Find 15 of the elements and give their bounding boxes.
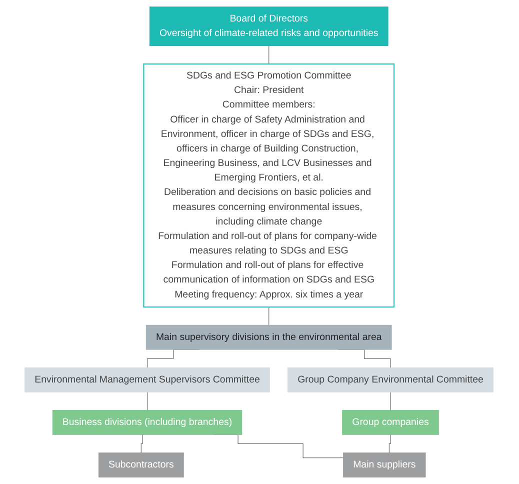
node-box: SDGs and ESG Promotion Committee Chair: President Committee members: Officer in charge of Safety Administration and Environment, officer in charge of SDGs and ESG, officers in charge of Building Construction, Engineering Business, and LCV Businesses and Emerging Frontiers, et al. Deliberation and decisions on basic policies and measures concerning environmental issues, including climate change Formulation and roll-out of plans for company-wide measures relating to SDGs and ESG Formulation and roll-out of plans for effective communication of information on SDGs and ESG Meeting frequency: Approx. six times a year bbox=[144, 63, 396, 308]
connector bbox=[269, 306, 270, 326]
node-box: Environmental Management Supervisors Committee bbox=[25, 367, 270, 392]
connector bbox=[388, 434, 392, 454]
node-box: Subcontractors bbox=[98, 452, 184, 478]
connector bbox=[141, 434, 145, 454]
node-box: Group companies bbox=[342, 410, 440, 435]
node-box: Group Company Environmental Committee bbox=[288, 367, 494, 392]
connector bbox=[390, 392, 392, 411]
node-box: Main suppliers bbox=[344, 452, 426, 478]
node-box: Business divisions (including branches) bbox=[52, 410, 243, 435]
connector bbox=[269, 45, 270, 64]
node-box: Main supervisory divisions in the environmental area bbox=[146, 324, 392, 350]
node-box: Board of Directors Oversight of climate-related risks and opportunities bbox=[150, 6, 389, 46]
connector bbox=[147, 392, 148, 411]
